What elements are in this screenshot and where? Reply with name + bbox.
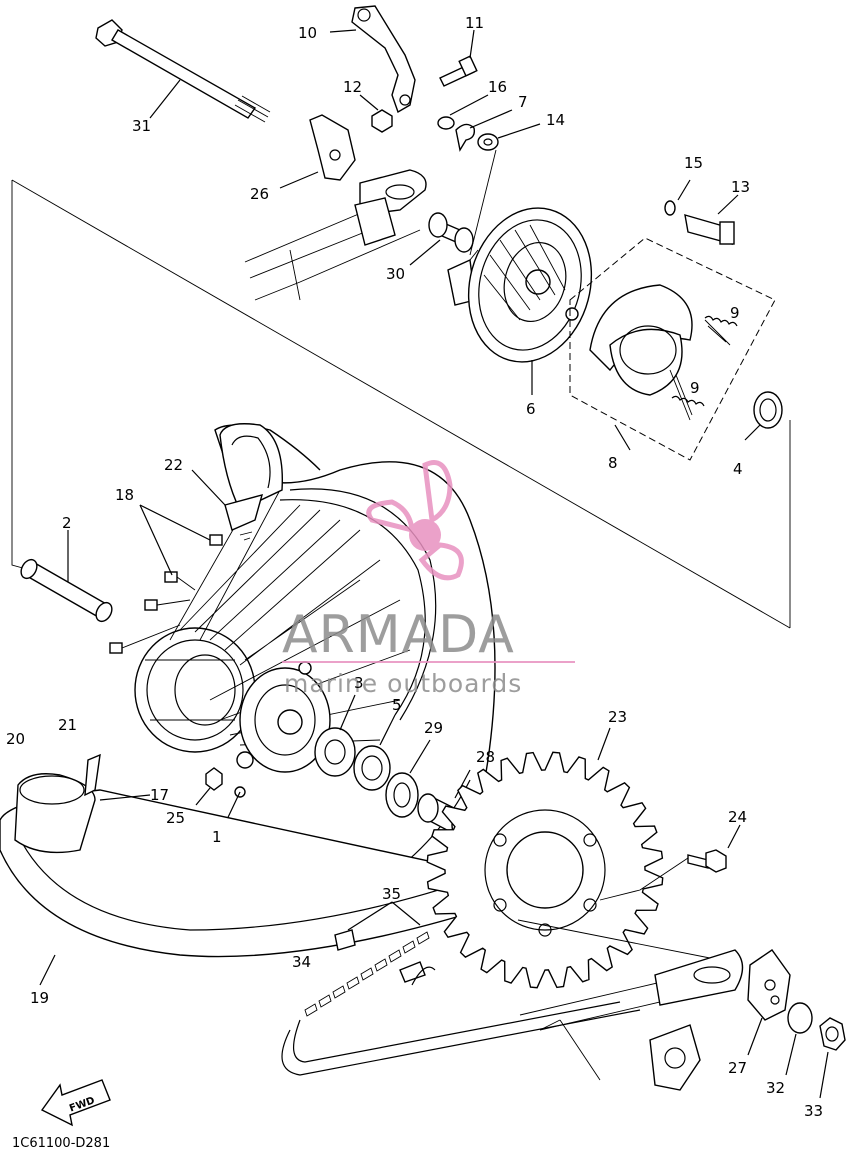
master-link-35 <box>334 901 436 986</box>
armada-watermark: ARMADA marine outboards <box>282 460 575 698</box>
brake-shoe-set-8 <box>569 237 776 461</box>
torque-link-10 <box>329 5 416 114</box>
nut-25 <box>195 767 223 806</box>
callout-21: 21 <box>58 716 77 734</box>
swingarm-upper <box>244 169 427 301</box>
callout-34: 34 <box>292 953 311 971</box>
callout-9b: 9 <box>690 379 700 397</box>
callout-32: 32 <box>766 1079 785 1097</box>
callout-6: 6 <box>526 400 536 418</box>
callout-14: 14 <box>546 111 565 129</box>
callout-20: 20 <box>6 730 25 748</box>
washers-16-7-14 <box>437 94 541 256</box>
callout-24: 24 <box>728 808 747 826</box>
callout-26: 26 <box>250 185 269 203</box>
drive-chain-34 <box>281 931 641 1076</box>
callout-25: 25 <box>166 809 185 827</box>
forward-arrow-icon: FWD <box>40 1079 111 1127</box>
callout-8: 8 <box>608 454 618 472</box>
callout-18: 18 <box>115 486 134 504</box>
bearing-4 <box>744 391 783 441</box>
callout-7: 7 <box>518 93 528 111</box>
callout-15: 15 <box>684 154 703 172</box>
brake-plate-6 <box>447 207 593 395</box>
sprocket-23 <box>426 727 664 989</box>
chain-adjuster-27 <box>747 949 791 1056</box>
watermark-tagline: marine outboards <box>284 669 522 698</box>
nut-12 <box>359 94 393 133</box>
callout-17: 17 <box>150 786 169 804</box>
seal-5 <box>353 714 396 791</box>
spacer-29 <box>385 739 431 818</box>
spoke-nipples-18 <box>109 504 223 654</box>
springs-9 <box>671 315 738 407</box>
collar-2 <box>20 530 113 623</box>
valve-13 <box>664 179 739 245</box>
callout-9a: 9 <box>730 304 740 322</box>
callout-22: 22 <box>164 456 183 474</box>
chain-guard-17-19 <box>0 753 481 986</box>
chain-adjuster-26 <box>279 114 356 189</box>
mud-flap-22 <box>191 423 284 541</box>
callout-27: 27 <box>728 1059 747 1077</box>
callout-16: 16 <box>488 78 507 96</box>
swingarm-lower <box>517 919 744 1091</box>
callout-29: 29 <box>424 719 443 737</box>
bearing-3 <box>314 694 356 777</box>
callout-30: 30 <box>386 265 405 283</box>
callout-23: 23 <box>608 708 627 726</box>
axle-31 <box>95 19 271 123</box>
callout-28: 28 <box>476 748 495 766</box>
washer-32 <box>785 1002 813 1076</box>
callout-5: 5 <box>392 696 402 714</box>
callout-10: 10 <box>298 24 317 42</box>
propeller-logo-icon <box>366 460 464 581</box>
callout-31: 31 <box>132 117 151 135</box>
callout-1: 1 <box>212 828 222 846</box>
part-code: 1C61100-D281 <box>12 1136 110 1151</box>
nut-33 <box>819 1017 846 1099</box>
watermark-brand: ARMADA <box>282 605 515 665</box>
callout-3: 3 <box>354 674 364 692</box>
bolt-24 <box>599 824 741 901</box>
callout-2: 2 <box>62 514 72 532</box>
collar-30 <box>409 212 474 266</box>
bolt-11 <box>439 29 478 87</box>
callout-4: 4 <box>733 460 743 478</box>
callout-13: 13 <box>731 178 750 196</box>
callout-11: 11 <box>465 14 484 32</box>
callout-33: 33 <box>804 1102 823 1120</box>
callout-12: 12 <box>343 78 362 96</box>
callout-35: 35 <box>382 885 401 903</box>
callout-labels: 1 2 3 4 5 6 7 8 9 9 10 11 12 13 14 15 16… <box>6 14 823 1120</box>
callout-19: 19 <box>30 989 49 1007</box>
